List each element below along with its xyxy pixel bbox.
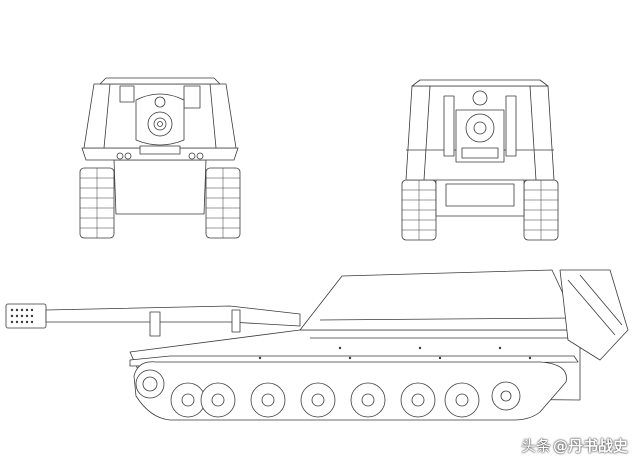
gun-barrel — [45, 305, 301, 327]
watermark-handle: @丹书战史 — [552, 437, 628, 455]
front-view — [79, 77, 241, 239]
superstructure — [299, 269, 581, 331]
side-view — [5, 269, 629, 421]
watermark: 头条 @丹书战史 — [521, 435, 628, 456]
rear-view — [401, 79, 559, 241]
watermark-platform: 头条 — [520, 437, 551, 455]
